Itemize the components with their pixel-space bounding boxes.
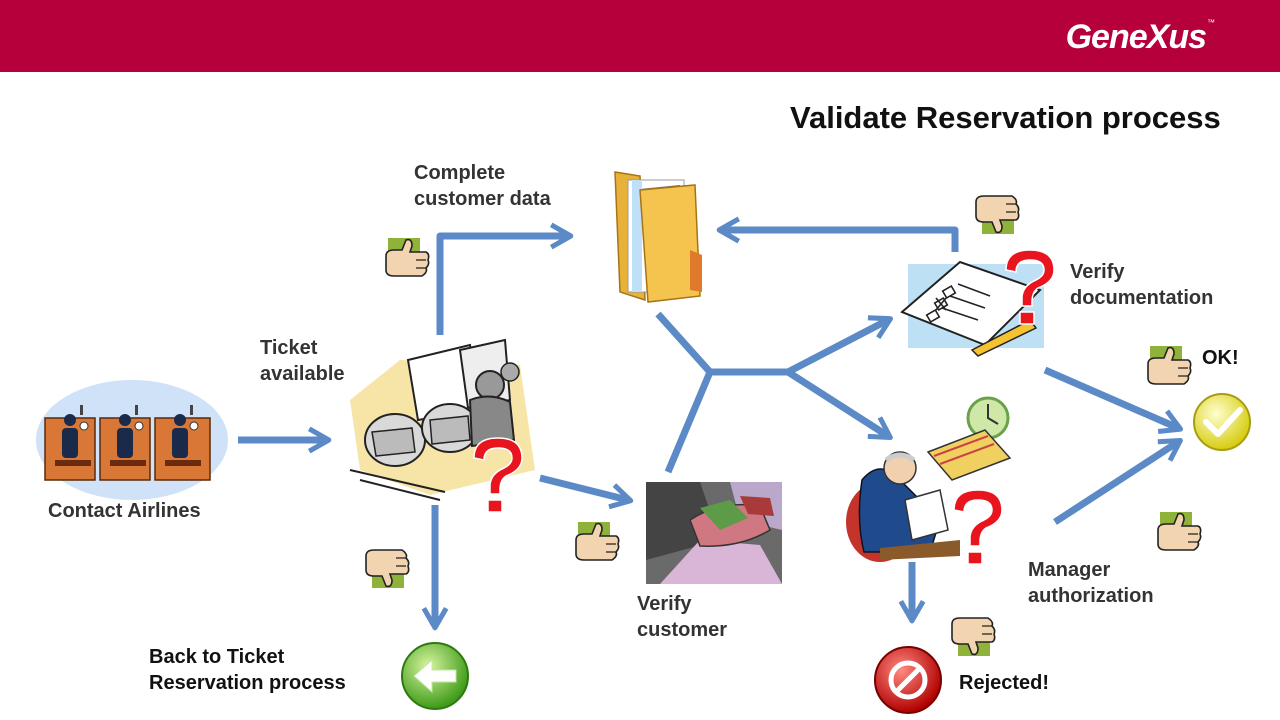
manager-clipart — [846, 396, 1012, 562]
thumbs-up-icon — [1157, 511, 1202, 551]
label-ok: OK! — [1202, 347, 1239, 369]
label-back-to-ticket: Back to Ticket Reservation process — [149, 644, 346, 696]
thumbs-up-icon — [1147, 345, 1192, 385]
label-verify-documentation: Verify documentation — [1070, 259, 1213, 311]
arrow-ticket-to-verify-customer — [539, 474, 634, 510]
label-contact-airlines: Contact Airlines — [48, 500, 201, 522]
arrow-ticket-to-complete — [436, 222, 574, 335]
handshake-clipart — [646, 482, 782, 584]
genexus-logo: GeneXus™ — [1065, 18, 1215, 56]
label-manager-authorization: Manager authorization — [1028, 557, 1154, 609]
thumbs-up-icon — [575, 521, 620, 561]
connector-verify-customer-junction — [664, 370, 714, 474]
office-workers-clipart — [349, 338, 535, 501]
label-line: Reservation process — [149, 672, 346, 694]
label-rejected: Rejected! — [959, 672, 1050, 694]
label-line: customer data — [414, 188, 551, 210]
question-mark-icon — [953, 489, 1003, 565]
arrow-junction-to-manager — [786, 369, 893, 441]
label-line: Verify — [637, 593, 692, 615]
arrow-documentation-to-ok — [1043, 366, 1184, 435]
rejected-icon — [874, 646, 942, 714]
label-line: customer — [637, 619, 728, 641]
flow-arrows — [238, 216, 1184, 631]
contact-airlines-clipart — [36, 380, 228, 500]
label-ticket-available: Ticket available — [260, 335, 345, 387]
arrow-documentation-to-folder — [716, 216, 959, 252]
arrow-junction-to-documentation — [786, 315, 894, 376]
ok-check-icon — [1193, 393, 1251, 451]
label-line: Complete — [414, 162, 506, 184]
page-title: Validate Reservation process — [790, 100, 1221, 135]
label-verify-customer: Verify customer — [637, 591, 727, 643]
label-line: Back to Ticket — [149, 646, 285, 668]
arrow-manager-to-ok — [1053, 437, 1183, 525]
folder-icon — [614, 171, 702, 303]
thumbs-down-icon — [365, 549, 410, 589]
back-arrow-icon — [401, 642, 469, 710]
label-line: authorization — [1028, 585, 1154, 607]
label-line: Manager — [1028, 559, 1111, 581]
thumbs-up-icon — [385, 237, 430, 277]
connector-folder-junction — [655, 311, 788, 376]
thumbs-down-icon — [975, 195, 1020, 235]
label-line: documentation — [1070, 287, 1214, 309]
checklist-icon — [900, 260, 1044, 357]
label-line: available — [260, 363, 345, 385]
label-complete-customer-data: Complete customer data — [414, 160, 551, 212]
thumbs-down-icon — [951, 617, 996, 657]
label-line: Verify — [1070, 261, 1125, 283]
label-line: Ticket — [260, 337, 318, 359]
header-bar: GeneXus™ — [0, 0, 1280, 72]
